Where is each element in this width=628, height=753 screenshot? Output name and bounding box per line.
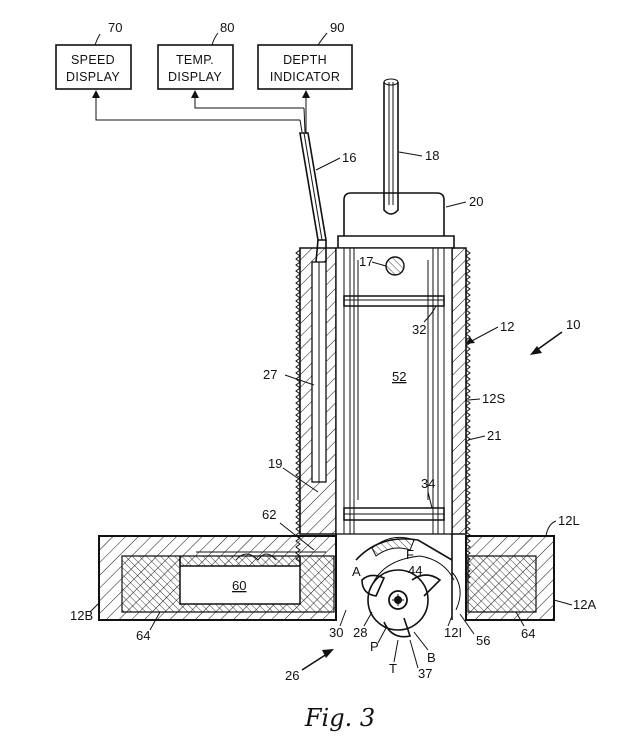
svg-text:90: 90 xyxy=(330,20,344,35)
svg-text:TEMP.: TEMP. xyxy=(176,53,214,67)
temp-display-box: TEMP. DISPLAY 80 xyxy=(157,20,234,90)
svg-text:26: 26 xyxy=(285,668,299,683)
svg-text:21: 21 xyxy=(487,428,501,443)
svg-text:T: T xyxy=(389,661,397,676)
base-flange: 60 xyxy=(98,534,555,621)
housing-left-wall xyxy=(295,239,337,563)
svg-text:64: 64 xyxy=(521,626,535,641)
svg-text:12: 12 xyxy=(500,319,514,334)
svg-text:52: 52 xyxy=(392,369,406,384)
housing-right-wall xyxy=(451,247,471,584)
svg-text:62: 62 xyxy=(262,507,276,522)
svg-text:30: 30 xyxy=(329,625,343,640)
svg-text:16: 16 xyxy=(342,150,356,165)
svg-text:28: 28 xyxy=(353,625,367,640)
cable-16: 16 xyxy=(299,132,356,241)
svg-text:32: 32 xyxy=(412,322,426,337)
speed-display-box: SPEED DISPLAY 70 xyxy=(55,20,132,90)
svg-text:60: 60 xyxy=(232,578,246,593)
svg-text:20: 20 xyxy=(469,194,483,209)
inner-bore: 17 32 52 34 xyxy=(335,247,453,535)
depth-indicator-box: DEPTH INDICATOR 90 xyxy=(257,20,353,90)
svg-text:80: 80 xyxy=(220,20,234,35)
svg-text:DISPLAY: DISPLAY xyxy=(66,70,120,84)
svg-text:12A: 12A xyxy=(573,597,596,612)
svg-text:INDICATOR: INDICATOR xyxy=(270,70,340,84)
svg-text:27: 27 xyxy=(263,367,277,382)
svg-text:18: 18 xyxy=(425,148,439,163)
svg-text:12L: 12L xyxy=(558,513,580,528)
svg-text:12B: 12B xyxy=(70,608,93,623)
impeller-mechanism xyxy=(355,536,461,638)
signal-wires xyxy=(92,90,310,134)
svg-text:17: 17 xyxy=(359,254,373,269)
svg-text:P: P xyxy=(370,639,379,654)
part-labels: 12 10 27 12S 21 19 62 12L F A 44 12A 12B… xyxy=(70,317,596,683)
svg-text:19: 19 xyxy=(268,456,282,471)
svg-text:12I: 12I xyxy=(444,625,462,640)
svg-text:64: 64 xyxy=(136,628,150,643)
svg-text:F: F xyxy=(406,547,414,562)
rod-18: 18 xyxy=(383,78,439,215)
svg-text:56: 56 xyxy=(476,633,490,648)
figure-caption: Fig. 3 xyxy=(304,704,375,732)
svg-text:12S: 12S xyxy=(482,391,505,406)
svg-text:DISPLAY: DISPLAY xyxy=(168,70,222,84)
svg-text:34: 34 xyxy=(421,476,435,491)
cap-20: 20 xyxy=(337,192,483,249)
svg-text:B: B xyxy=(427,650,436,665)
svg-text:70: 70 xyxy=(108,20,122,35)
svg-text:10: 10 xyxy=(566,317,580,332)
svg-text:SPEED: SPEED xyxy=(71,53,115,67)
svg-text:37: 37 xyxy=(418,666,432,681)
svg-text:DEPTH: DEPTH xyxy=(283,53,327,67)
svg-text:44: 44 xyxy=(408,563,422,578)
svg-text:A: A xyxy=(352,564,361,579)
